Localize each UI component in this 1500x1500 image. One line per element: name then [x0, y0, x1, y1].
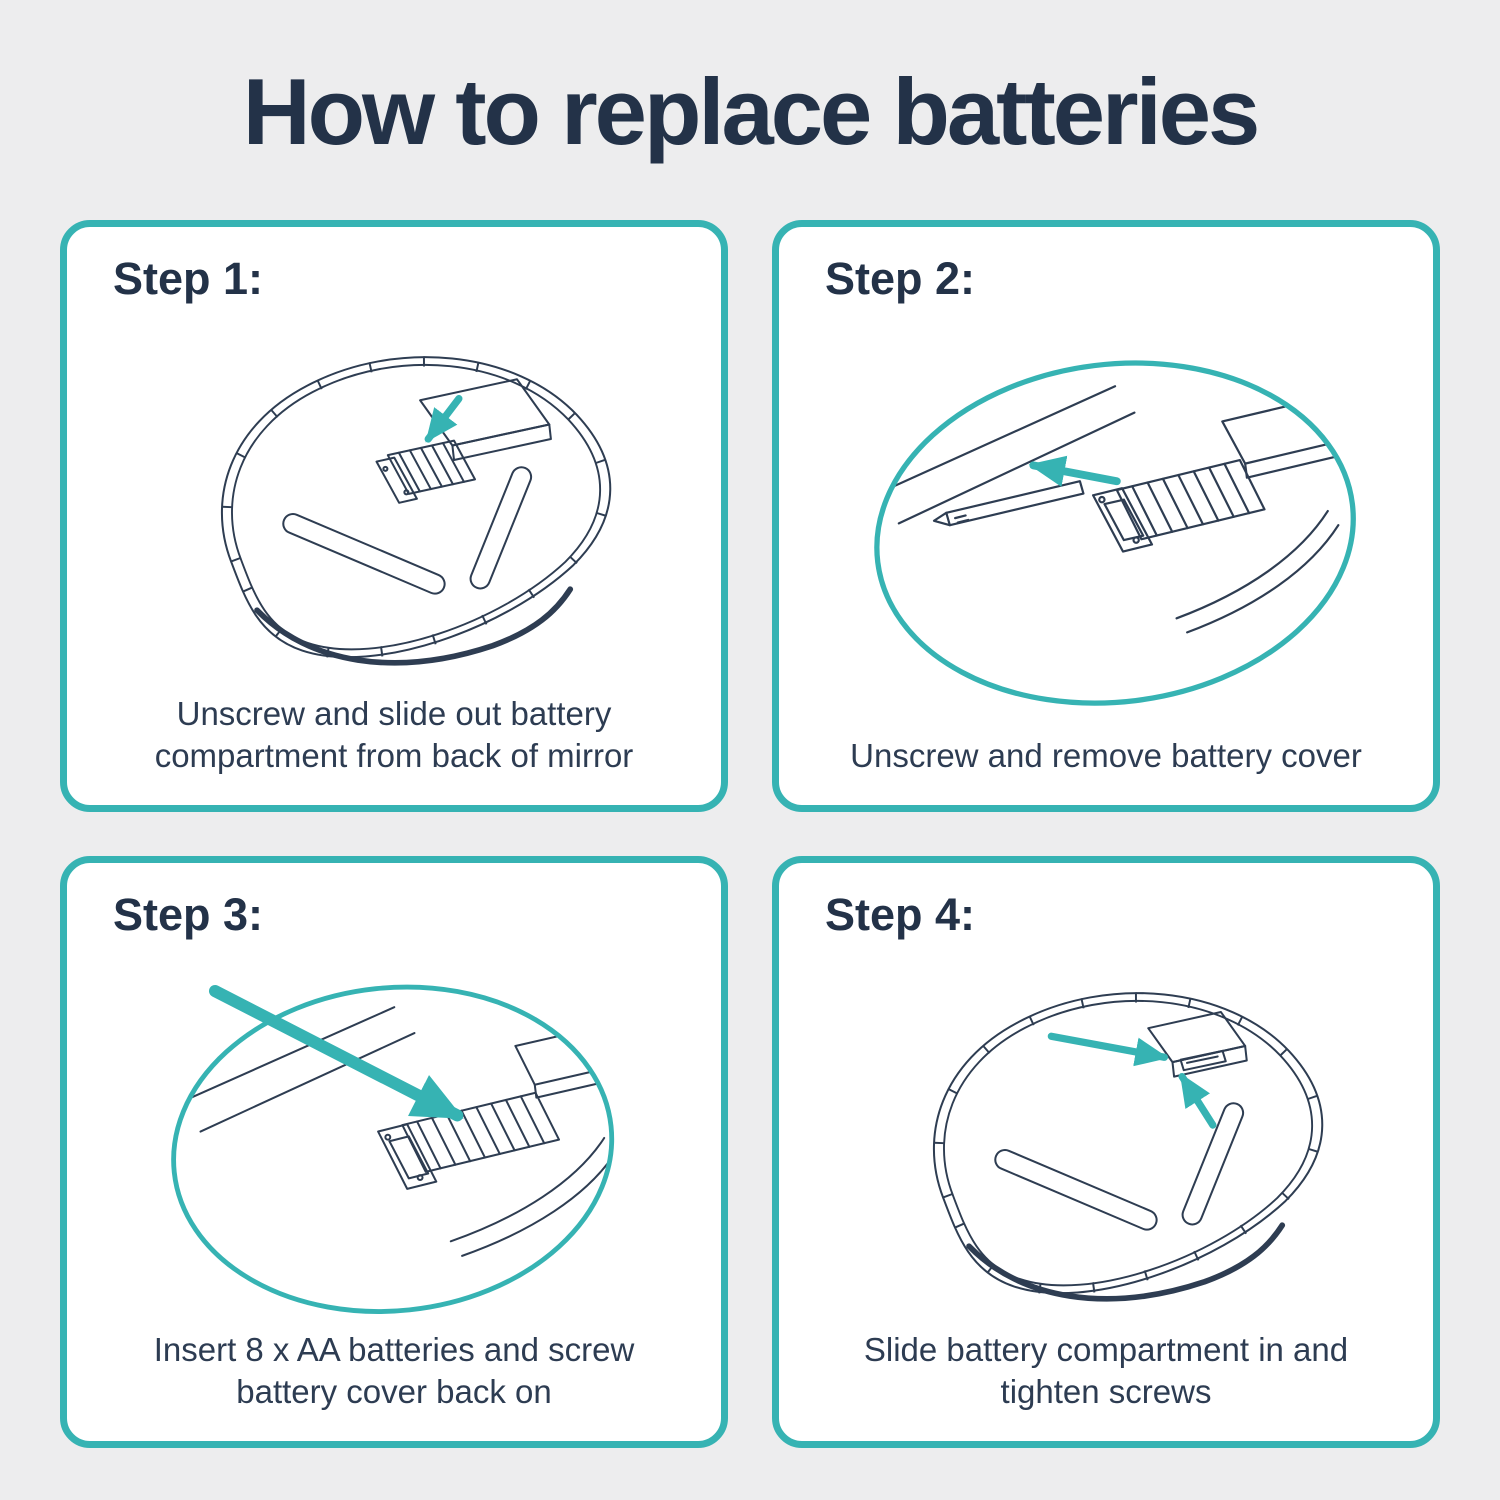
step-3-caption: Insert 8 x AA batteries and screw batter… — [153, 1330, 635, 1410]
compartment-housing — [1220, 390, 1373, 479]
mirror-back-closed-drawing — [932, 992, 1323, 1302]
battery-tray — [1091, 459, 1266, 553]
insert-batteries-arrow-icon — [208, 985, 464, 1122]
steps-grid: Step 1: — [0, 166, 1500, 1448]
zoomed-insert-batteries-drawing — [170, 984, 628, 1314]
step-4-caption: Slide battery compartment in and tighten… — [863, 1330, 1349, 1410]
step-3-illustration — [101, 941, 687, 1329]
step-4-label: Step 4: — [825, 889, 976, 940]
step-3-panel: Step 3: — [60, 856, 728, 1448]
step-3-label: Step 3: — [113, 889, 264, 940]
battery-compartment — [375, 378, 552, 504]
mirror-outline — [932, 992, 1323, 1302]
zoom-circle — [873, 360, 1356, 706]
mirror-surface-edges — [876, 385, 1340, 634]
step-2-panel: Step 2: — [772, 220, 1440, 812]
step-2-illustration — [813, 305, 1399, 735]
step-4-illustration — [813, 941, 1399, 1329]
remove-cover-arrow-icon — [1028, 455, 1121, 487]
zoom-contents — [876, 385, 1373, 634]
mirror-surface-edges — [179, 1006, 617, 1257]
battery-cover — [932, 480, 1085, 527]
slide-in-arrow-icon — [1047, 1032, 1169, 1067]
step-1-illustration — [101, 305, 687, 693]
step-1-caption: Unscrew and slide out battery compartmen… — [154, 694, 634, 774]
step-4-panel: Step 4: — [772, 856, 1440, 1448]
zoom-contents — [179, 1006, 628, 1257]
tighten-screws-arrow-icon — [1178, 1072, 1217, 1129]
mirror-handles — [994, 1102, 1244, 1231]
step-1-panel: Step 1: — [60, 220, 728, 812]
step-1-label: Step 1: — [113, 253, 264, 304]
battery-tray — [376, 1091, 560, 1190]
mirror-back-drawing — [220, 356, 611, 666]
page-title: How to replace batteries — [242, 59, 1261, 164]
step-2-label: Step 2: — [825, 253, 976, 304]
step-2-caption: Unscrew and remove battery cover — [850, 736, 1362, 774]
mirror-handles — [282, 466, 532, 595]
mirror-outline — [220, 356, 611, 666]
slide-out-arrow-icon — [424, 395, 463, 443]
zoomed-compartment-drawing — [873, 360, 1373, 706]
zoom-circle — [170, 984, 614, 1314]
